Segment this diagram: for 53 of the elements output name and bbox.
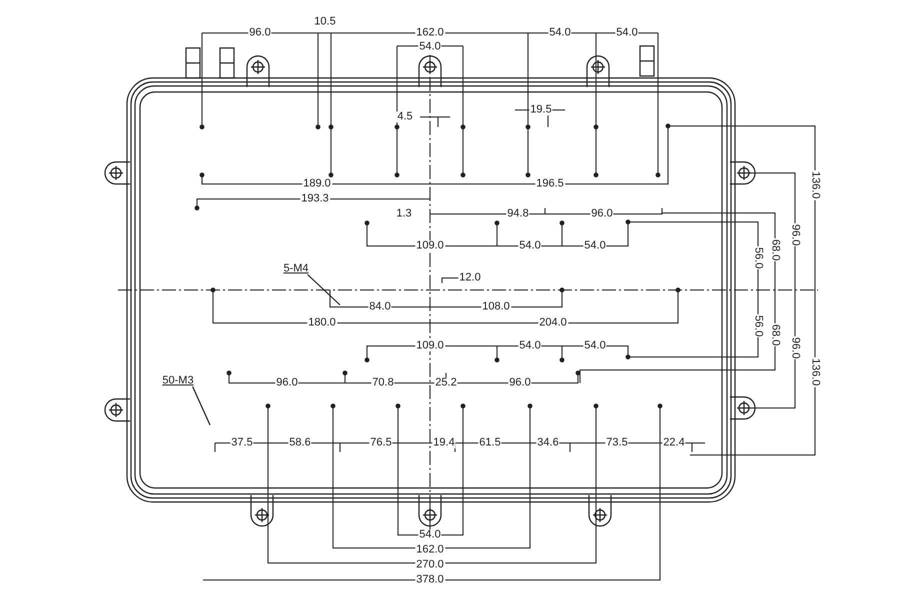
dimension-label: 54.0 [583,240,607,252]
dimension-label: 68.0 [770,238,780,262]
dimension-label: 96.0 [248,28,272,38]
leader-line [307,274,340,306]
dimension-label: 54.0 [518,240,542,252]
dimension-label: 96.0 [790,336,800,360]
leader-line [192,386,211,426]
dimension-label: 34.6 [536,438,560,448]
dimension-label: 270.0 [415,560,445,570]
dimension-label: 12.0 [458,272,482,284]
dimension-label: 54.0 [418,530,442,540]
dimension-label: 54.0 [418,42,442,52]
dimension-label: 54.0 [615,28,639,38]
dimension-label: 19.4 [432,438,456,448]
dimension-label: 193.3 [300,194,330,204]
dimension-label: 56.0 [752,246,764,270]
dimension-label: 1.3 [395,208,413,220]
dimension-label: 162.0 [415,28,445,38]
dimension-label: 76.5 [369,438,393,448]
dimension-label: 136.0 [810,357,820,387]
dimension-label: 68.0 [770,323,780,347]
thread-callout: 50-M3 [161,376,195,386]
dimension-label: 37.5 [230,438,254,448]
dimension-label: 54.0 [518,340,542,352]
dimension-label: 25.2 [434,378,458,388]
dimension-label: 84.0 [368,302,392,312]
dimension-label: 189.0 [302,178,332,190]
dimension-label: 10.5 [313,16,337,28]
dimension-label: 378.0 [415,574,445,586]
dimension-label: 108.0 [481,302,511,312]
dimension-label: 109.0 [415,240,445,252]
dimension-label: 96.0 [590,208,614,220]
dimension-label: 22.4 [662,438,686,448]
dimension-label: 56.0 [752,314,764,338]
dimension-label: 204.0 [538,318,568,328]
dimension-label: 109.0 [415,340,445,352]
dimension-label: 19.5 [529,104,553,116]
dimension-label: 96.0 [790,223,800,247]
dimension-label: 54.0 [548,28,572,38]
thread-callout: 5-M4 [282,264,310,274]
dimension-label: 180.0 [307,318,337,328]
dimension-label: 162.0 [415,544,445,556]
dimension-label: 94.8 [506,208,530,220]
dimension-label: 96.0 [275,378,299,388]
dimension-label: 136.0 [810,170,820,200]
dimension-label: 54.0 [583,340,607,352]
dimension-label: 196.5 [535,178,565,190]
dimension-label: 70.8 [371,378,395,388]
dimension-label: 96.0 [508,378,532,388]
dimension-label: 73.5 [605,438,629,448]
dimension-label: 61.5 [478,438,502,448]
dimension-label: 58.6 [288,438,312,448]
dimension-label: 4.5 [396,112,414,122]
